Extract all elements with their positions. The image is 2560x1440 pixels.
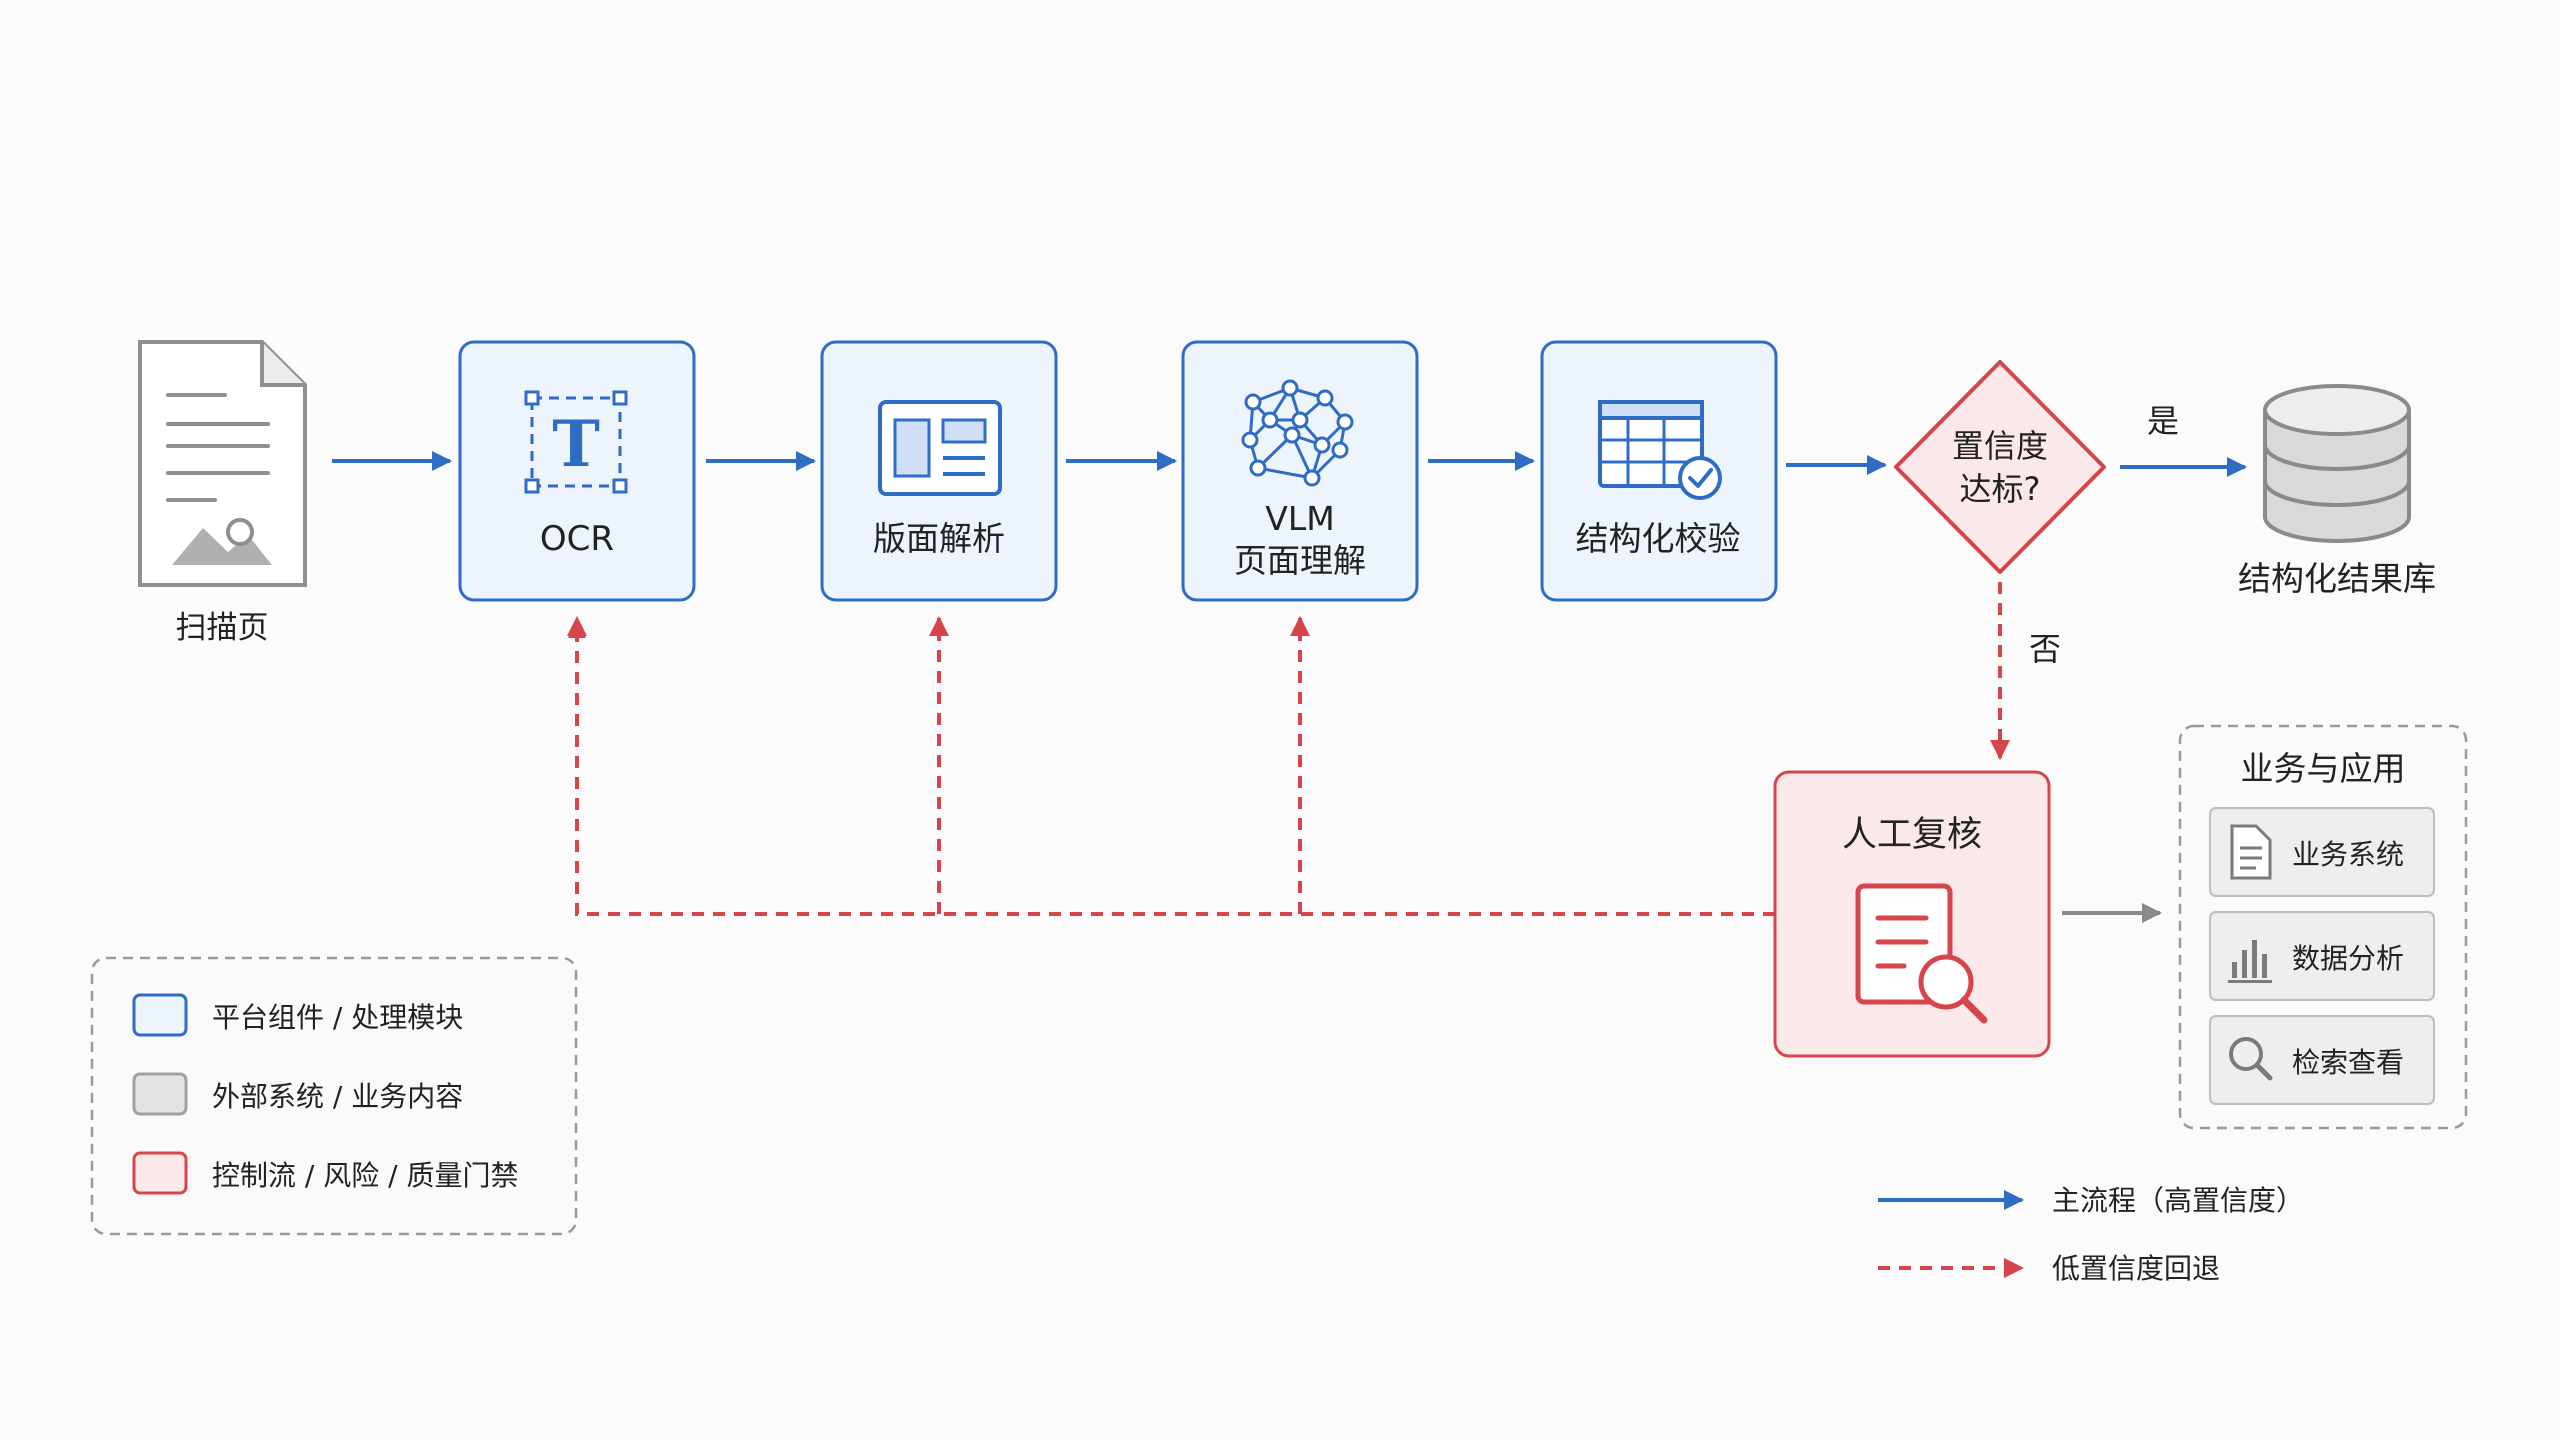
vlm-label-line1: VLM [1265, 499, 1334, 538]
app-item-business-system[interactable]: 业务系统 [2209, 807, 2435, 897]
return-arrowhead-ocr [568, 617, 586, 638]
layout-parsing-node: 版面解析 [820, 340, 1058, 602]
confidence-decision-node: 置信度 达标? [1894, 360, 2106, 574]
legend-item-platform: 平台组件 / 处理模块 [132, 993, 463, 1037]
svg-text:T: T [552, 407, 600, 482]
bar-chart-icon [2228, 940, 2272, 983]
vlm-label-line2: 页面理解 [1234, 541, 1366, 580]
arrow-legend: 主流程（高置信度） 低置信度回退 [1878, 1184, 2304, 1285]
no-edge-label: 否 [2029, 630, 2061, 668]
legend-swatch-blue [132, 993, 188, 1037]
document-icon [2230, 824, 2272, 880]
business-apps-title: 业务与应用 [2241, 749, 2406, 788]
ocr-label: OCR [540, 519, 614, 559]
table-check-icon [1598, 400, 1722, 500]
app-item-label: 数据分析 [2292, 942, 2404, 975]
layout-parsing-label: 版面解析 [873, 519, 1005, 558]
business-apps-panel: 业务与应用 业务系统 数据分析 [2178, 724, 2468, 1130]
legend-swatch-gray [132, 1072, 188, 1116]
neural-network-icon [1241, 379, 1354, 487]
legend-item-label: 平台组件 / 处理模块 [212, 1001, 463, 1034]
text-recognition-icon: T [524, 390, 628, 494]
fallback-arrows [567, 582, 2010, 916]
yes-edge-label: 是 [2147, 402, 2179, 440]
manual-review-label: 人工复核 [1842, 815, 1982, 855]
decision-label-line1: 置信度 [1952, 427, 2048, 465]
result-database-label: 结构化结果库 [2238, 559, 2436, 598]
app-item-search-view[interactable]: 检索查看 [2209, 1015, 2435, 1105]
legend-swatch-red [132, 1151, 188, 1195]
manual-review-node: 人工复核 [1773, 770, 2051, 1058]
legend-fallback-label: 低置信度回退 [2052, 1252, 2220, 1285]
legend-item-label: 外部系统 / 业务内容 [212, 1080, 463, 1113]
scan-document-icon [138, 340, 307, 587]
legend-item-control: 控制流 / 风险 / 质量门禁 [132, 1151, 518, 1195]
legend-main-label: 主流程（高置信度） [2052, 1184, 2304, 1217]
vlm-node: VLM 页面理解 [1181, 340, 1419, 602]
app-item-label: 检索查看 [2292, 1046, 2404, 1079]
structured-validation-label: 结构化校验 [1576, 519, 1741, 558]
document-search-icon [1855, 883, 1988, 1024]
decision-label-line2: 达标? [1960, 470, 2041, 508]
search-icon [2229, 1037, 2273, 1081]
scan-page-label: 扫描页 [176, 610, 269, 646]
result-database-node: 结构化结果库 [2238, 384, 2436, 598]
scan-page-node: 扫描页 [138, 340, 307, 646]
structured-validation-node: 结构化校验 [1540, 340, 1778, 602]
page-layout-icon [878, 400, 1002, 496]
app-item-data-analysis[interactable]: 数据分析 [2209, 911, 2435, 1001]
main-flow-arrows [332, 451, 2247, 477]
color-legend: 平台组件 / 处理模块 外部系统 / 业务内容 控制流 / 风险 / 质量门禁 [90, 956, 578, 1236]
return-line [575, 620, 1775, 916]
app-item-label: 业务系统 [2292, 838, 2404, 871]
database-icon [2263, 384, 2411, 543]
legend-item-label: 控制流 / 风险 / 质量门禁 [212, 1159, 518, 1192]
ocr-node: T OCR [458, 340, 696, 602]
legend-item-external: 外部系统 / 业务内容 [132, 1072, 463, 1116]
